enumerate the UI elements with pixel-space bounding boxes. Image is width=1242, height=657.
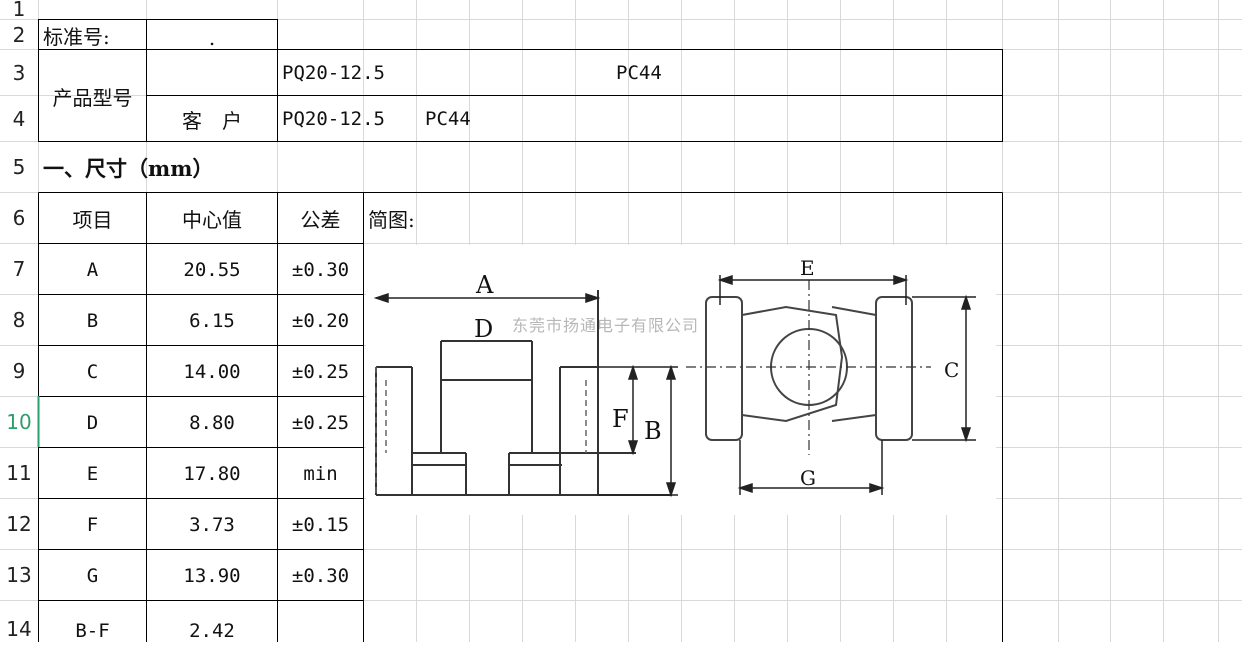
front-dimension-lines [717,274,976,495]
dim-label-f: F [612,405,629,433]
table-cell-item[interactable]: B [86,309,99,332]
table-cell-tolerance[interactable]: ±0.30 [291,564,350,587]
row-header-3[interactable]: 3 [12,61,26,85]
material-value-row4[interactable]: PC44 [425,108,471,130]
table-cell-tolerance[interactable]: ±0.25 [291,360,350,383]
diagram-label[interactable]: 简图: [368,208,415,232]
table-cell-item[interactable]: F [86,513,99,536]
row-header-13[interactable]: 13 [6,563,32,587]
standard-number-label[interactable]: 标准号: [43,24,110,49]
table-cell-item[interactable]: D [86,411,99,434]
row-header-10-selected[interactable]: 10 [6,410,32,434]
table-cell-center[interactable]: 17.80 [183,462,241,485]
table-cell-tolerance[interactable]: ±0.20 [291,309,350,332]
watermark-company: 东莞市扬通电子有限公司 [512,316,700,335]
row-header-1[interactable]: 1 [12,0,26,21]
row-header-2[interactable]: 2 [12,23,26,47]
row-header-9[interactable]: 9 [12,359,26,383]
product-model-label[interactable]: 产品型号 [52,85,133,110]
row-header-4[interactable]: 4 [12,107,26,131]
hidden-lines [375,367,587,495]
table-cell-tolerance[interactable] [278,601,363,642]
center-lines [686,280,931,455]
customer-label[interactable]: 客 户 [182,108,242,133]
table-cell-center[interactable]: 6.15 [189,309,235,332]
section-title-dimensions[interactable]: 一、尺寸（mm） [43,155,214,181]
table-cell-item[interactable]: C [86,360,99,383]
core-dimension-drawing[interactable]: A D F B E C G [366,245,996,515]
row-header-8[interactable]: 8 [12,308,26,332]
row-header-5[interactable]: 5 [12,155,26,179]
table-cell-tolerance[interactable]: ±0.25 [291,411,350,434]
table-cell-tolerance[interactable]: ±0.15 [291,513,350,536]
dimension-labels: A D F B E C G [474,256,959,490]
dim-label-e: E [800,256,815,280]
dim-label-b: B [644,417,662,445]
model-value-row4[interactable]: PQ20-12.5 [282,108,385,130]
dim-label-c: C [944,358,959,382]
table-cell-tolerance[interactable]: ±0.30 [291,258,350,281]
table-cell-center[interactable]: 2.42 [189,620,235,642]
material-value-row3[interactable]: PC44 [616,62,662,84]
row-header-12[interactable]: 12 [6,512,32,536]
table-cell-tolerance[interactable]: min [303,462,338,485]
standard-number-value[interactable]: . [208,26,216,50]
row-header-6[interactable]: 6 [12,206,26,230]
model-value-row3[interactable]: PQ20-12.5 [282,62,385,84]
table-cell-item[interactable]: G [86,564,99,587]
table-cell-center[interactable]: 8.80 [189,411,235,434]
column-header-item[interactable]: 项目 [72,208,113,232]
dim-label-d: D [474,315,493,343]
table-cell-item[interactable]: A [86,258,99,281]
dim-label-a: A [475,271,494,299]
row-header-11[interactable]: 11 [6,461,32,485]
table-cell-center[interactable]: 3.73 [189,513,235,536]
table-cell-center[interactable]: 14.00 [183,360,241,383]
table-cell-center[interactable]: 20.55 [183,258,241,281]
column-header-center-value[interactable]: 中心值 [182,208,242,232]
side-dimension-lines [373,292,678,498]
row-header-14[interactable]: 14 [6,617,32,641]
dim-label-g: G [800,466,816,490]
table-cell-center[interactable]: 13.90 [183,564,241,587]
table-cell-item[interactable]: E [86,462,99,485]
column-header-tolerance[interactable]: 公差 [300,208,341,232]
row-header-7[interactable]: 7 [12,257,26,281]
table-cell-item[interactable]: B-F [75,620,110,642]
